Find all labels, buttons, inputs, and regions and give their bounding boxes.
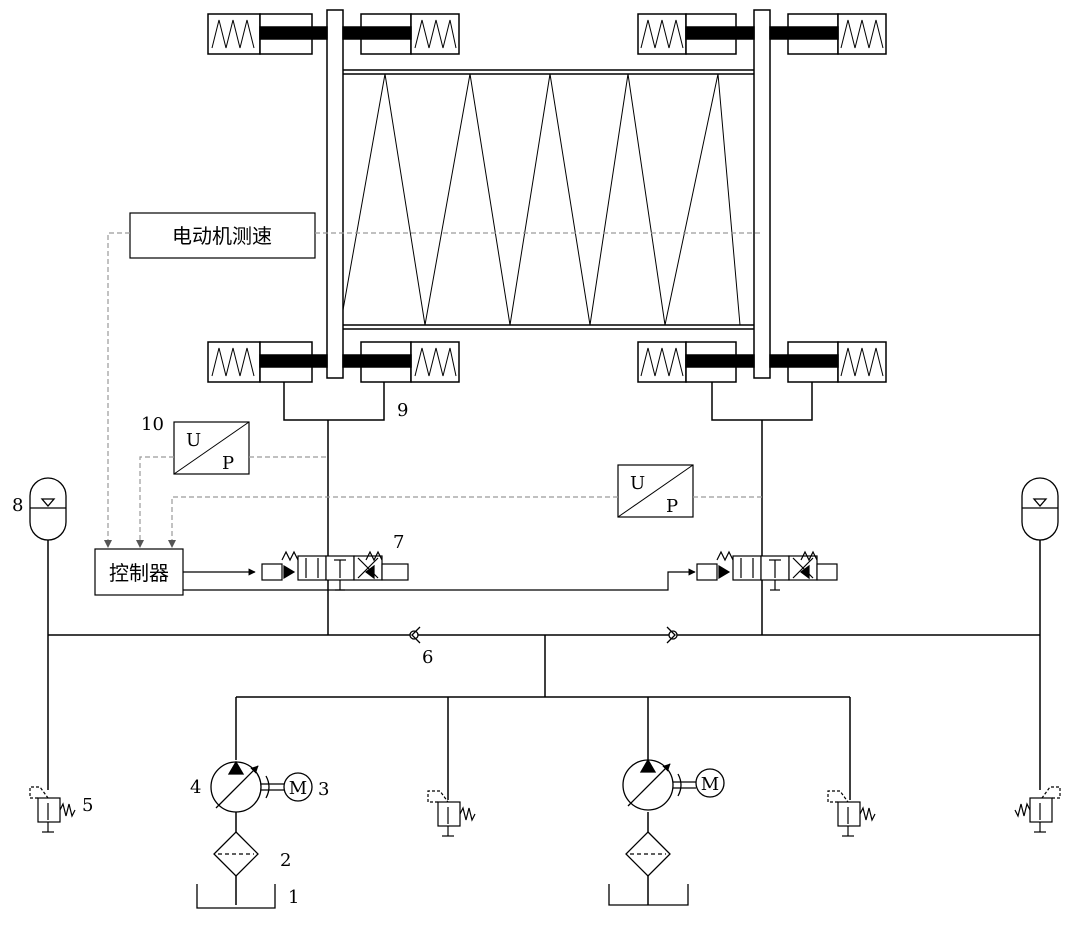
- motor-speed-label: 电动机测速: [172, 224, 272, 248]
- cylinder-bottom-right-inner: [637, 341, 755, 383]
- filter-left: [213, 831, 259, 877]
- callout-9: 9: [397, 400, 408, 421]
- relief-valve-1: [29, 786, 76, 833]
- cylinder-top-left-inner: [342, 13, 460, 55]
- pump-left: [210, 760, 284, 813]
- check-valve-left: [409, 626, 421, 644]
- controller-label: 控制器: [109, 561, 169, 585]
- motor-left: M: [283, 772, 313, 802]
- check-valve-right: [666, 626, 678, 644]
- callout-labels: 1 2 3 4 5 6 7 8 9 10: [12, 400, 433, 908]
- pump-right: [622, 758, 696, 811]
- cylinder-bottom-left-inner: [342, 341, 460, 383]
- controller-box: [94, 548, 184, 596]
- callout-7: 7: [393, 532, 404, 553]
- directional-valve-left: [261, 550, 409, 591]
- cylinder-top-left-outer: [207, 13, 328, 55]
- accumulator-right: [1021, 477, 1059, 541]
- relief-valve-3: [827, 790, 876, 837]
- left-post: [326, 9, 344, 379]
- signal-lines: [107, 232, 762, 540]
- callout-6: 6: [422, 647, 433, 668]
- svg-text:P: P: [666, 496, 678, 517]
- relief-valve-2: [427, 790, 476, 837]
- tank-left: [196, 884, 276, 909]
- up-converter-left: U P: [173, 421, 250, 475]
- right-post: [753, 9, 771, 379]
- callout-2: 2: [280, 850, 291, 871]
- cylinder-top-right-inner: [637, 13, 755, 55]
- motor-speed-box: [129, 212, 316, 259]
- svg-text:U: U: [186, 430, 201, 451]
- svg-text:P: P: [222, 453, 234, 474]
- filter-right: [625, 831, 671, 877]
- pipe-bridge-left: [283, 382, 385, 635]
- signal-arrowheads: [104, 540, 176, 548]
- spring-frame: [326, 9, 771, 379]
- tank-right: [608, 884, 689, 906]
- motor-right: M: [695, 768, 725, 798]
- controller-outputs: [183, 568, 696, 591]
- svg-text:U: U: [630, 473, 645, 494]
- relief-valve-4: [1014, 786, 1061, 833]
- main-pipe-lines: [47, 540, 1041, 905]
- callout-1: 1: [288, 887, 299, 908]
- callout-3: 3: [318, 779, 329, 800]
- cylinder-bottom-left-outer: [207, 341, 328, 383]
- cylinder-bottom-right-outer: [769, 341, 887, 383]
- svg-text:M: M: [701, 774, 719, 795]
- callout-5: 5: [82, 795, 93, 816]
- callout-10: 10: [141, 414, 164, 435]
- pipe-bridge-right: [711, 382, 813, 635]
- up-converter-right: U P: [617, 464, 694, 518]
- directional-valve-right: [696, 550, 838, 591]
- accumulator-left: [29, 477, 67, 541]
- callout-8: 8: [12, 495, 23, 516]
- cylinder-top-right-outer: [769, 13, 887, 55]
- svg-text:M: M: [289, 778, 307, 799]
- callout-4: 4: [190, 777, 201, 798]
